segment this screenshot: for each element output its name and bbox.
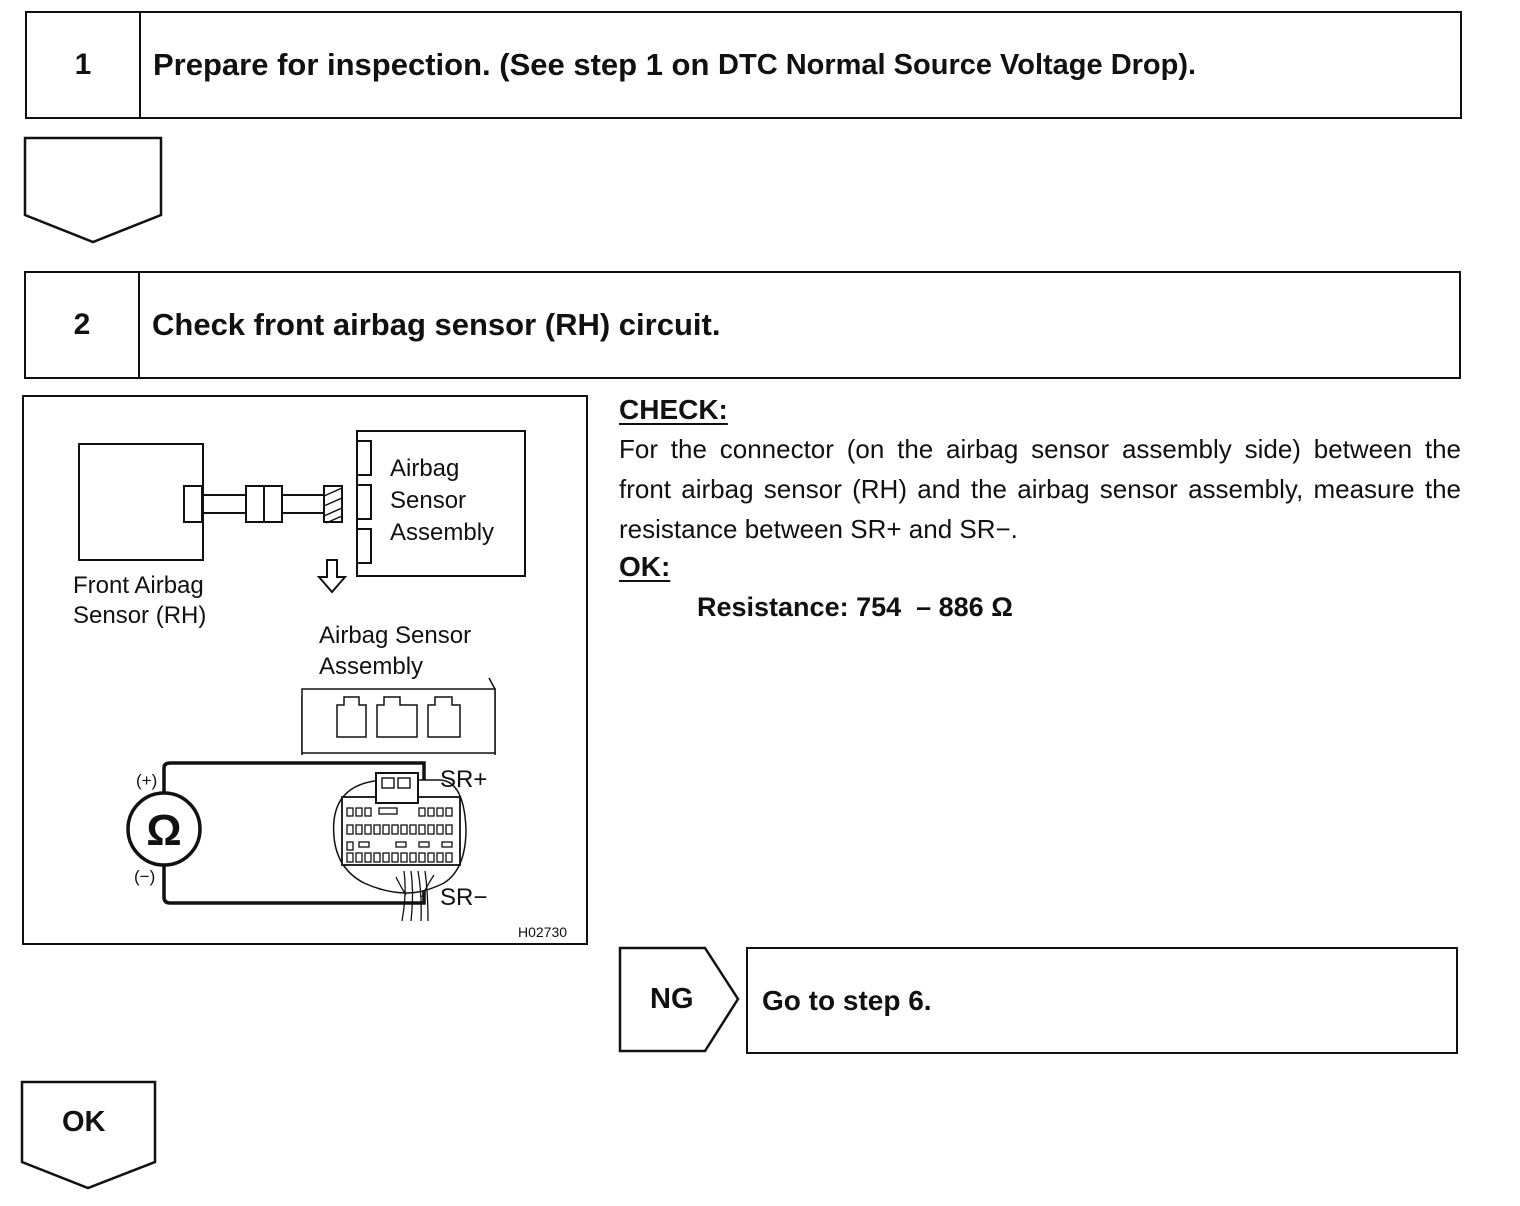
meter-minus-label: (−) (134, 867, 155, 886)
ohm-symbol: Ω (146, 806, 181, 855)
check-heading: CHECK: (619, 394, 728, 425)
test-lead-negative (162, 853, 426, 905)
ng-label: NG (650, 983, 694, 1015)
front-airbag-sensor-body (78, 443, 204, 561)
figure-code: H02730 (518, 924, 567, 940)
step-2-box: 2 Check front airbag sensor (RH) circuit… (24, 271, 1461, 379)
step-1-number: 1 (27, 13, 141, 117)
step-1-title-text: Prepare for inspection. (See step 1 on (153, 47, 719, 82)
terminal-sr-minus-label: SR− (440, 884, 487, 911)
airbag-sensor-assembly-body (356, 430, 526, 577)
check-instructions: For the connector (on the airbag sensor … (619, 434, 1461, 544)
connector-cavities (346, 807, 453, 863)
assembly-label-line1: Airbag (390, 455, 459, 482)
diagram-svg: Airbag Sensor Assembly Front Airbag Sens… (73, 430, 567, 940)
test-lead-positive (162, 761, 426, 823)
ng-action-box: Go to step 6. (746, 947, 1458, 1054)
ok-branch-label: OK (62, 1106, 106, 1138)
meter-plus-label: (+) (136, 771, 157, 790)
terminal-sr-plus-label: SR+ (440, 766, 487, 793)
assembly-label-line3: Assembly (390, 519, 494, 546)
step-1-title: Prepare for inspection. (See step 1 on D… (153, 13, 1196, 117)
ok-heading: OK: (619, 551, 671, 582)
wiring-diagram: Airbag Sensor Assembly Front Airbag Sens… (22, 395, 588, 945)
resistance-spec: Resistance: 754 – 886 Ω (697, 592, 1013, 622)
ng-action-text: Go to step 6. (762, 984, 932, 1016)
step-1-title-reference: DTC Normal Source Voltage Drop). (718, 48, 1197, 81)
step-1-box: 1 Prepare for inspection. (See step 1 on… (25, 11, 1462, 119)
ok-branch-arrow (20, 1080, 157, 1190)
flow-arrow-down-1 (23, 136, 163, 244)
front-sensor-label-line2: Sensor (RH) (73, 602, 206, 629)
front-sensor-label-line1: Front Airbag (73, 572, 204, 599)
ng-branch-arrow (618, 946, 740, 1053)
wire-bundle (395, 870, 435, 922)
assembly-label-line2: Sensor (390, 487, 466, 514)
hollow-arrow-down-icon (316, 559, 348, 594)
connector-label-line2: Assembly (319, 653, 423, 680)
step-2-number: 2 (26, 273, 140, 377)
step-2-title: Check front airbag sensor (RH) circuit. (152, 307, 721, 342)
connector-label-line1: Airbag Sensor (319, 622, 471, 649)
